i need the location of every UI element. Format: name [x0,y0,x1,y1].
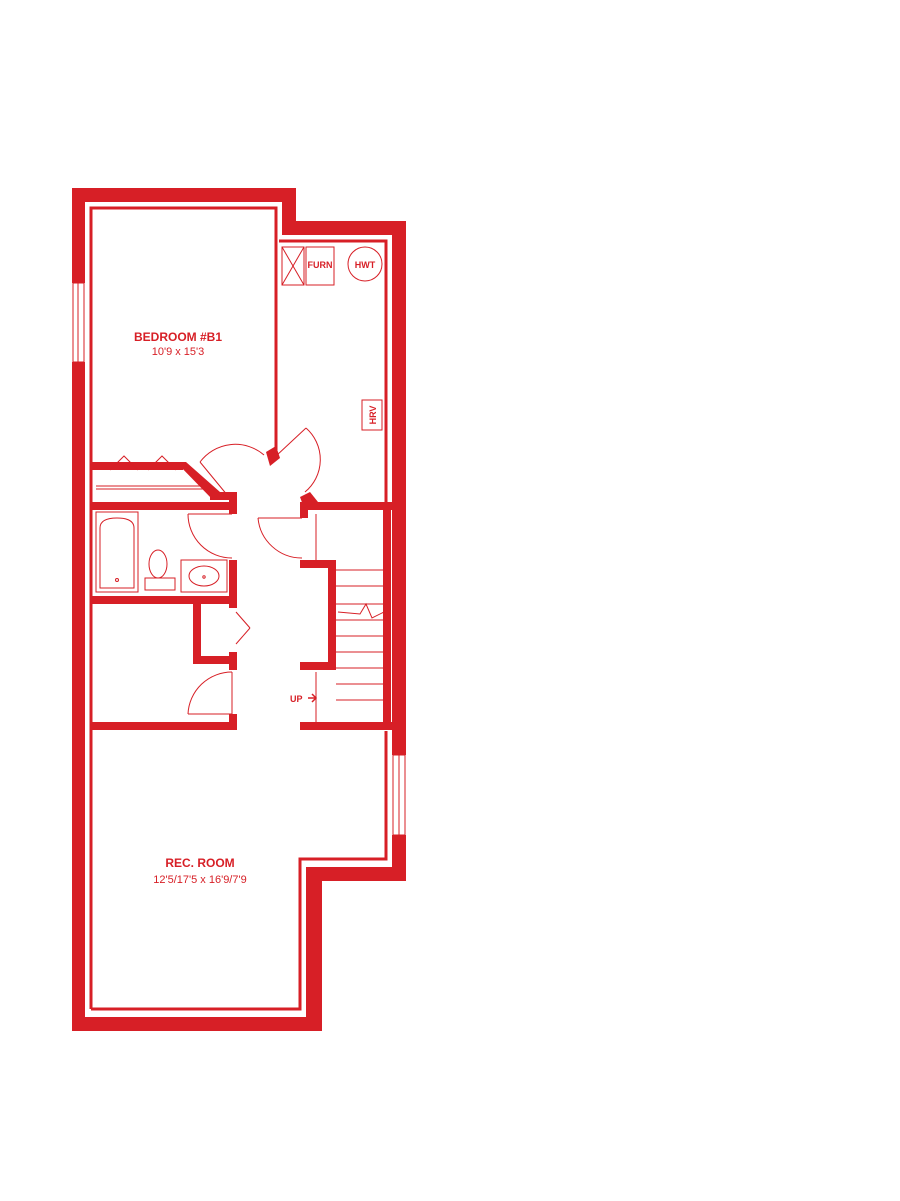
bedroom-dimensions: 10'9 x 15'3 [152,346,205,358]
staircase [315,514,385,722]
furnace-label: FURN [308,260,333,270]
exterior-walls [72,188,406,1031]
water-heater-label: HWT [355,260,376,270]
rec-room-name: REC. ROOM [165,856,234,870]
window-rec-room [392,754,406,836]
bedroom-name: BEDROOM #B1 [134,330,222,344]
bathtub [95,511,139,593]
closet [96,455,210,490]
stairs-up-label: UP [290,694,303,704]
hrv-label: HRV [368,406,378,425]
vanity-sink [180,559,228,593]
rec-room-dimensions: 12'5/17'5 x 16'9/7'9 [153,874,246,886]
exterior-wall-inner-lines [89,206,388,1011]
doors [187,427,321,715]
interior-walls [91,446,392,730]
arrow-right-icon [308,693,318,703]
water-heater [347,246,383,282]
window-bedroom [72,282,85,363]
hrv-unit [361,399,383,431]
toilet [144,549,176,591]
furnace [281,246,335,286]
